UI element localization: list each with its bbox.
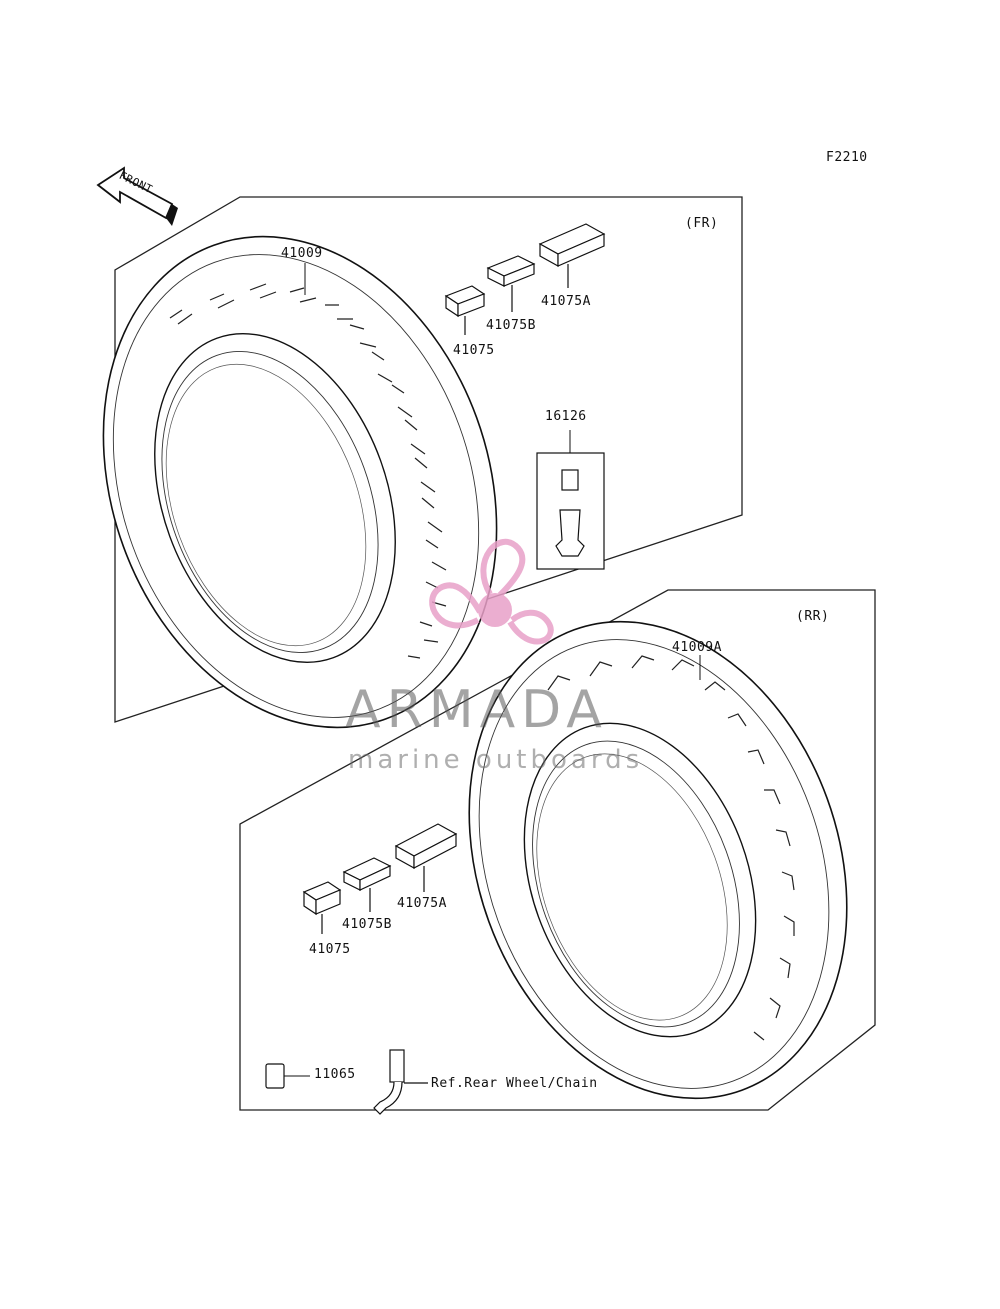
front-weight-label-41075B: 41075B bbox=[486, 318, 536, 333]
front-valve-label: 16126 bbox=[545, 409, 587, 424]
rear-weight-41075B bbox=[342, 857, 392, 912]
rear-tire-label: 41009A bbox=[672, 640, 722, 655]
valve-assembly-16126 bbox=[536, 430, 605, 570]
front-tire-label: 41009 bbox=[281, 246, 323, 261]
watermark-subtitle: marine outboards bbox=[348, 745, 644, 775]
rear-cap-label: 11065 bbox=[314, 1067, 356, 1082]
front-weight-label-41075A: 41075A bbox=[541, 294, 591, 309]
front-weight-41075 bbox=[444, 285, 486, 335]
rear-weight-label-41075B: 41075B bbox=[342, 917, 392, 932]
rear-tire-41009A bbox=[468, 620, 848, 1100]
rear-weight-41075 bbox=[302, 881, 342, 934]
front-weight-41075A bbox=[538, 223, 606, 288]
front-direction-arrow bbox=[96, 166, 178, 226]
rear-section-tag: (RR) bbox=[796, 609, 830, 624]
front-weight-label-41075: 41075 bbox=[453, 343, 495, 358]
rear-section-frame bbox=[239, 589, 876, 1111]
valve-cap-11065 bbox=[265, 1063, 310, 1089]
front-weight-41075B bbox=[486, 255, 536, 312]
rear-valve-stem bbox=[373, 1049, 428, 1115]
front-tire-41009 bbox=[102, 235, 498, 729]
watermark-propeller-logo bbox=[429, 538, 554, 645]
rear-weight-label-41075: 41075 bbox=[309, 942, 351, 957]
rear-reference-label: Ref.Rear Wheel/Chain bbox=[431, 1076, 598, 1091]
rear-weight-41075A bbox=[394, 823, 458, 892]
front-section-tag: (FR) bbox=[685, 216, 719, 231]
watermark-title: ARMADA bbox=[345, 680, 608, 740]
diagram-code: F2210 bbox=[826, 150, 868, 165]
rear-weight-label-41075A: 41075A bbox=[397, 896, 447, 911]
